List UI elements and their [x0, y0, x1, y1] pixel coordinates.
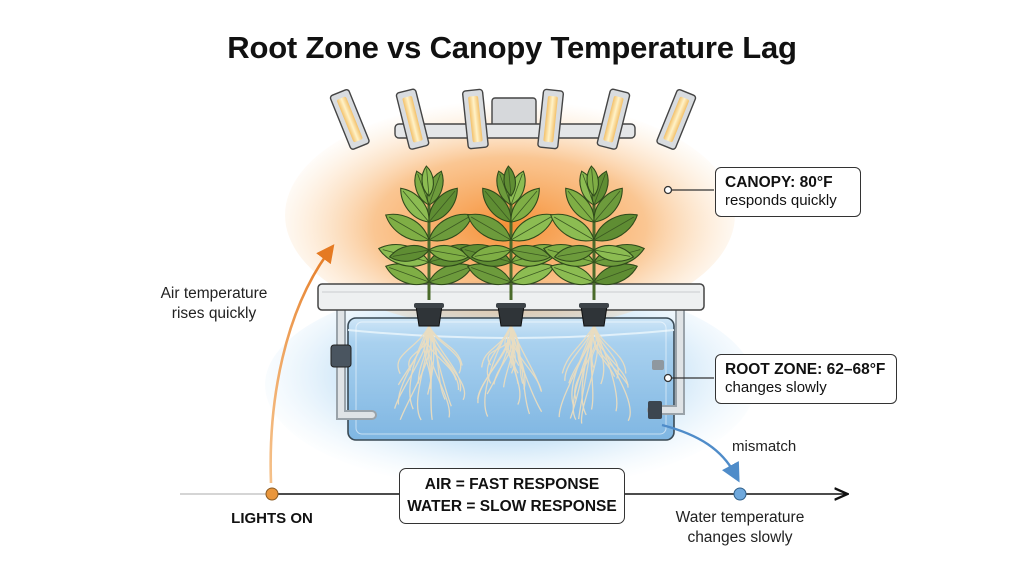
grow-light-bar — [537, 88, 565, 150]
root-strand — [561, 325, 595, 374]
plant — [542, 165, 646, 300]
root-strand — [428, 325, 463, 366]
root-zone-heading: ROOT ZONE: 62–68°F — [725, 361, 886, 378]
canopy-leader-dot — [663, 185, 673, 195]
mismatch-label: mismatch — [732, 438, 797, 455]
air-annotation: Air temperature rises quickly — [144, 284, 284, 324]
grow-light-bar — [461, 88, 489, 150]
root-strand — [593, 325, 629, 388]
grow-light-bar — [395, 88, 430, 150]
root-strand — [397, 325, 430, 375]
grow-light-bar — [329, 89, 370, 150]
root-strand — [510, 325, 519, 374]
reservoir-tank — [330, 300, 685, 441]
plant — [459, 165, 563, 300]
root-strand — [506, 325, 521, 405]
water-temp-label: Water temperature changes slowly — [660, 508, 820, 548]
root-strand — [581, 325, 595, 416]
canopy-heading: CANOPY: 80°F — [725, 174, 833, 191]
root-leader-dot — [663, 373, 673, 383]
mismatch-arrow — [661, 423, 740, 483]
canopy-note: responds quickly — [725, 192, 837, 210]
air-annotation-line-1: Air temperature — [160, 285, 268, 302]
lights-on-label: LIGHTS ON — [231, 510, 313, 527]
root-strand — [593, 325, 605, 385]
root-zone-note: changes slowly — [725, 379, 827, 397]
root-strand — [504, 325, 512, 369]
response-summary-box: AIR = FAST RESPONSE WATER = SLOW RESPONS… — [399, 468, 625, 524]
root-strand — [394, 325, 430, 409]
net-pot — [497, 305, 525, 327]
root-strand — [486, 325, 512, 395]
root-strand — [428, 325, 466, 401]
page-title: Root Zone vs Canopy Temperature Lag — [227, 30, 797, 65]
root-strand — [409, 325, 430, 410]
air-annotation-line-2: rises quickly — [171, 305, 257, 323]
air-rise-arrow — [269, 244, 335, 484]
grow-light-bar — [596, 88, 631, 150]
root-strand — [487, 325, 513, 366]
water-response-text: WATER = SLOW RESPONSE — [407, 498, 617, 515]
water-lag-marker — [733, 487, 747, 501]
plant-canopy — [377, 165, 646, 300]
water-temp-line-1: Water temperature — [675, 509, 805, 526]
grow-light-bar — [656, 89, 697, 150]
root-strand — [592, 325, 616, 378]
root-strand — [571, 325, 595, 407]
lights-on-marker — [265, 487, 279, 501]
canopy-callout: CANOPY: 80°F responds quickly — [715, 167, 861, 218]
root-zone-callout: ROOT ZONE: 62–68°F changes slowly — [715, 354, 897, 405]
root-strand — [493, 325, 514, 385]
net-pot — [415, 305, 443, 327]
water-temp-line-2: changes slowly — [687, 529, 793, 547]
net-pot — [580, 305, 608, 327]
grow-light-fixture — [329, 88, 697, 150]
root-strand — [428, 325, 462, 392]
air-response-text: AIR = FAST RESPONSE — [424, 476, 600, 493]
